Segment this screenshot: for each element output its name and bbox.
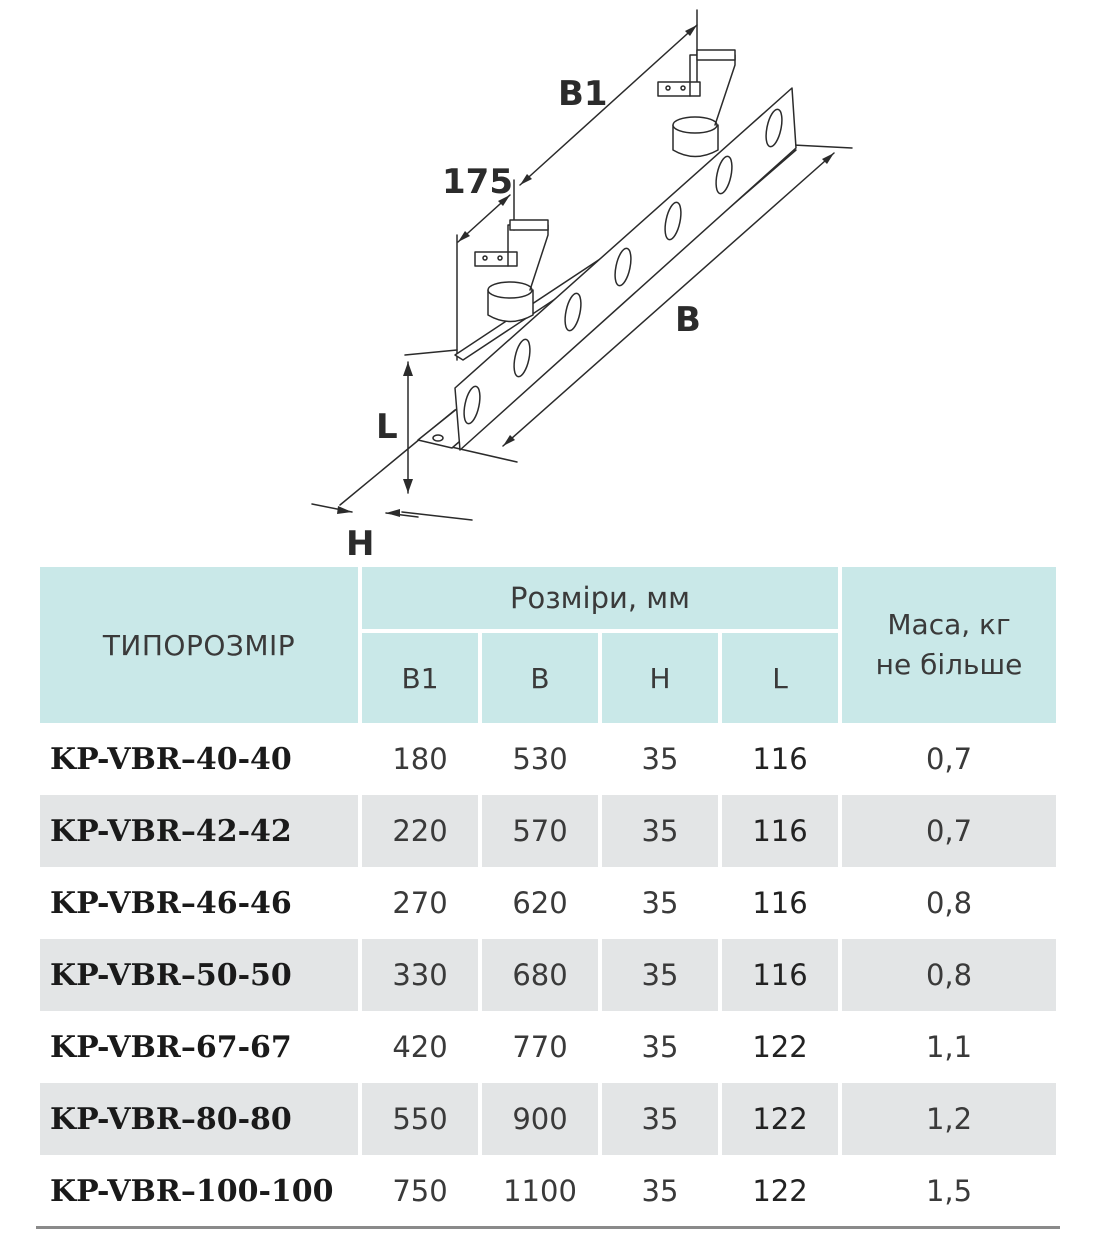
cell-h: 35: [598, 1083, 718, 1155]
cell-mass: 0,8: [838, 867, 1056, 939]
bracket-illustration: [311, 9, 853, 521]
cell-l: 122: [718, 1011, 838, 1083]
header-b: B: [478, 629, 598, 723]
cell-b1: 220: [358, 795, 478, 867]
cell-b: 530: [478, 723, 598, 795]
table-row: KP-VBR–46-46 270 620 35 116 0,8: [40, 867, 1056, 939]
header-mass-line2: не більше: [875, 648, 1023, 681]
cell-mass: 0,7: [838, 795, 1057, 867]
table-row: KP-VBR–100-100 750 1100 35 122 1,5: [40, 1155, 1056, 1227]
header-size: ТИПОРОЗМІР: [40, 567, 358, 723]
cell-mass: 1,2: [838, 1083, 1057, 1155]
header-l: L: [718, 629, 839, 723]
cell-b: 770: [478, 1011, 598, 1083]
cell-l: 116: [718, 723, 838, 795]
cell-b1: 330: [358, 939, 478, 1011]
cell-b1: 420: [358, 1011, 478, 1083]
header-dimensions: Розміри, мм: [358, 567, 839, 629]
cell-b1: 270: [358, 867, 478, 939]
cell-model: KP-VBR–50-50: [40, 939, 358, 1011]
cell-b1: 180: [358, 723, 478, 795]
dimension-label-offset: 175: [442, 162, 513, 202]
cell-h: 35: [598, 939, 718, 1011]
cell-b: 620: [478, 867, 598, 939]
cell-model: KP-VBR–67-67: [50, 1029, 292, 1065]
header-h: H: [598, 629, 718, 723]
cell-model: KP-VBR–46-46: [50, 885, 292, 921]
bracket-drawing: B1 175 B L H: [0, 0, 1096, 564]
dimension-label-b: B: [675, 300, 701, 340]
spec-table: ТИПОРОЗМІР Розміри, мм Маса, кг не більш…: [40, 567, 1057, 1227]
table-row: KP-VBR–67-67 420 770 35 122 1,1: [40, 1011, 1056, 1083]
dimension-label-b1: B1: [558, 74, 608, 114]
cell-b1: 550: [358, 1083, 478, 1155]
header-mass-line1: Маса, кг: [887, 608, 1011, 641]
table-row: KP-VBR–42-42 220 570 35 116 0,7: [40, 795, 1057, 867]
table-row: KP-VBR–50-50 330 680 35 116 0,8: [40, 939, 1057, 1011]
table-row: KP-VBR–40-40 180 530 35 116 0,7: [40, 723, 1056, 795]
cell-model: KP-VBR–40-40: [50, 741, 292, 777]
cell-l: 116: [718, 867, 838, 939]
cell-h: 35: [598, 867, 718, 939]
cell-model: KP-VBR–100-100: [50, 1173, 334, 1209]
cell-l: 116: [718, 795, 839, 867]
cell-l: 116: [718, 939, 839, 1011]
bottom-divider: [36, 1226, 1060, 1229]
cell-h: 35: [598, 1155, 718, 1227]
cell-l: 122: [718, 1155, 838, 1227]
header-b1: B1: [358, 629, 478, 723]
cell-mass: 1,1: [838, 1011, 1056, 1083]
cell-b: 570: [478, 795, 598, 867]
cell-mass: 1,5: [838, 1155, 1056, 1227]
header-mass: Маса, кг не більше: [838, 567, 1057, 723]
dimension-label-l: L: [376, 407, 398, 447]
cell-h: 35: [598, 723, 718, 795]
cell-b: 680: [478, 939, 598, 1011]
cell-model: KP-VBR–80-80: [40, 1083, 358, 1155]
cell-mass: 0,7: [838, 723, 1056, 795]
cell-b: 1100: [478, 1155, 598, 1227]
cell-mass: 0,8: [838, 939, 1057, 1011]
cell-h: 35: [598, 795, 718, 867]
cell-b: 900: [478, 1083, 598, 1155]
cell-model: KP-VBR–42-42: [40, 795, 358, 867]
cell-l: 122: [718, 1083, 839, 1155]
cell-h: 35: [598, 1011, 718, 1083]
dimension-label-h: H: [346, 524, 375, 564]
cell-b1: 750: [358, 1155, 478, 1227]
table-row: KP-VBR–80-80 550 900 35 122 1,2: [40, 1083, 1057, 1155]
